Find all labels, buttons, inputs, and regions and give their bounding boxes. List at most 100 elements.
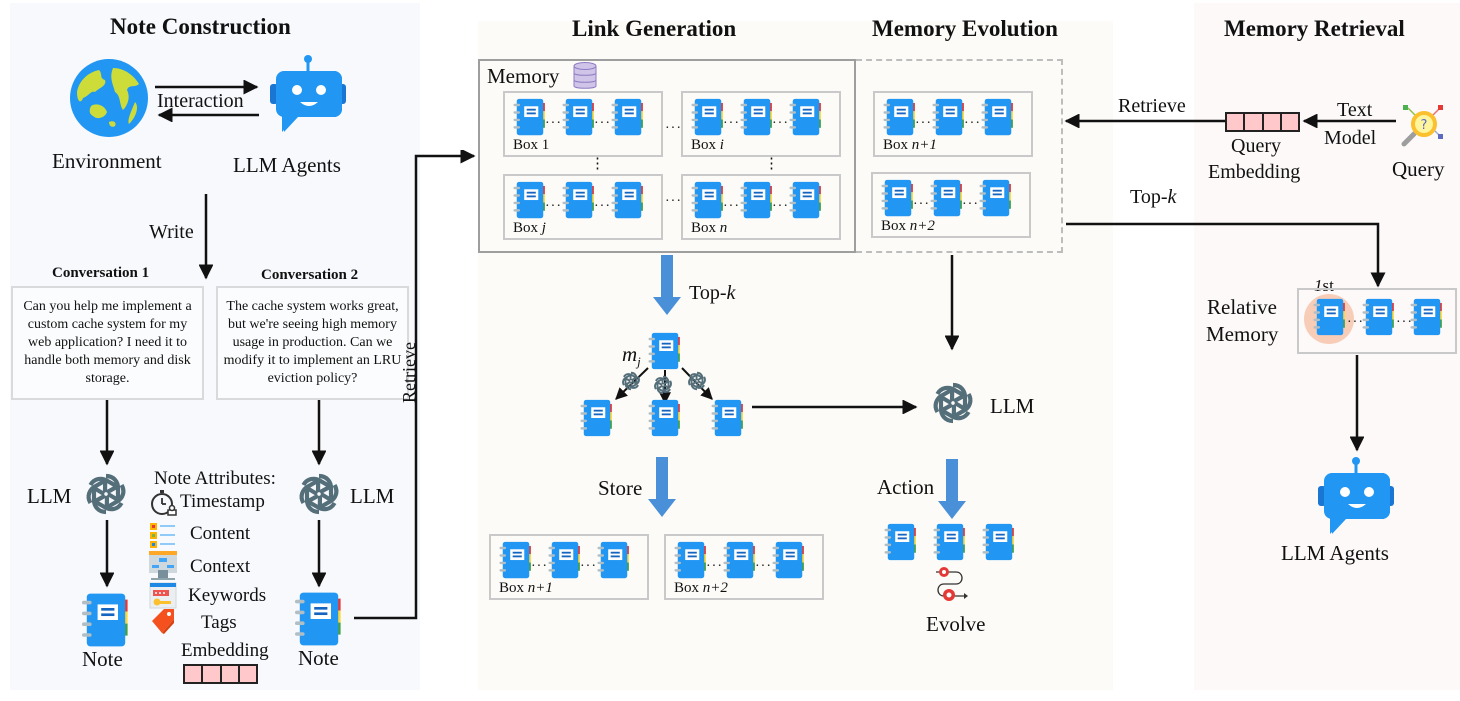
note-icon [611,181,645,219]
memory-grid-vertical-ellipsis: ⋮ [764,156,780,172]
linked-note-icon-1 [580,399,614,437]
context-diagram-icon [148,550,178,580]
llm-agents-label-retrieval: LLM Agents [1281,541,1389,565]
store-box-n1 [489,534,649,600]
note-icon [789,181,823,219]
note-chain-dots: ··· [755,558,772,574]
evolution-llm-label: LLM [990,394,1035,418]
robot-agent-icon-retrieval [1314,456,1394,536]
note-icon [740,181,774,219]
attribute-tags: Tags [201,612,237,633]
mj-label: mj [622,342,641,370]
note-chain-dots: ··· [772,198,789,214]
query-search-icon: ? [1400,104,1446,148]
note-icon [723,541,757,579]
topk-label-link: Top-k [689,282,736,304]
text-model-label-2: Model [1324,127,1377,149]
store-box-n2 [664,534,824,600]
evolution-box-n1-label: Box n+1 [883,137,937,153]
conversation-2-box: The cache system works great, but we're … [216,286,409,400]
stopwatch-icon [150,489,178,517]
note-icon [789,98,823,136]
link-llm-icon-1 [620,370,642,392]
write-arrow [199,194,213,280]
evolved-note-icon-3 [982,523,1016,561]
tag-icon [150,607,176,635]
memory-box-i [681,91,841,157]
note-chain-dots: ··· [964,115,981,131]
note-icon [981,98,1015,136]
keywords-key-icon [149,582,177,610]
note-chain-dots: ··· [545,115,562,131]
evolution-box-n1 [873,91,1033,157]
memory-box-j-label: Box j [513,220,546,236]
first-rank-label: 1st [1314,276,1334,295]
evolution-to-llm-arrow [945,255,959,351]
link-llm-icon-2 [652,374,674,396]
note-icon [562,98,596,136]
note-icon [691,98,725,136]
conv1-to-llm-arrow [100,400,114,466]
relative-note-icon-1 [1313,298,1347,336]
note-icon [548,541,582,579]
title-memory-retrieval: Memory Retrieval [1224,16,1405,41]
note-icon [597,541,631,579]
memory-box-i-label: Box i [691,137,724,153]
attribute-timestamp: Timestamp [180,491,265,512]
note-chain-dots: ··· [772,115,789,131]
query-embedding-label-1: Query [1231,135,1281,157]
note-icon-left [82,592,130,648]
write-label: Write [149,221,194,243]
robot-agent-icon [266,54,346,134]
note-label-right: Note [298,646,339,670]
note-label-left: Note [82,647,123,671]
evolution-dashed-box [856,59,1063,253]
relative-dots-1: ··· [1347,315,1364,330]
text-model-label-1: Text [1337,99,1373,121]
memory-grid-vertical-ellipsis: ⋮ [590,156,606,172]
note-icon [513,181,547,219]
llm-openai-icon-right [295,470,343,518]
query-embedding-vector [1225,112,1300,132]
conv2-to-llm-arrow [312,400,326,466]
note-icon [772,541,806,579]
note-chain-dots: ··· [594,115,611,131]
note-icon [674,541,708,579]
evolved-note-icon-1 [884,523,918,561]
memory-label: Memory [487,64,560,88]
content-list-icon [149,522,177,550]
evolution-box-n2 [871,172,1031,238]
conversation-1-box: Can you help me implement a custom cache… [11,286,204,400]
text-model-arrow [1302,114,1396,128]
query-embedding-label-2: Embedding [1208,161,1301,183]
evolve-label: Evolve [926,612,986,636]
note-icon [740,98,774,136]
store-label: Store [598,476,643,500]
note-icon [513,98,547,136]
relative-dots-2: ··· [1396,315,1413,330]
relative-memory-label-2: Memory [1206,322,1279,346]
note-icon [691,181,725,219]
links-to-llm-arrow [752,400,918,414]
note-chain-dots: ··· [580,558,597,574]
note-icon [881,179,915,217]
globe-icon [69,58,149,138]
store-box-n1-label: Box n+1 [499,580,553,596]
conversation-1-title: Conversation 1 [52,265,150,281]
linked-note-icon-2 [648,399,682,437]
topk-label-retrieval: Top-k [1130,186,1177,208]
memory-grid-ellipsis: ··· [665,121,682,136]
evolution-llm-icon [929,379,977,427]
conversation-2-text: The cache system works great, but we're … [223,299,402,386]
note-chain-dots: ··· [723,198,740,214]
action-label: Action [877,475,935,499]
conversation-1-text: Can you help me implement a custom cache… [23,299,192,386]
retrieve-to-memory-arrow [1064,114,1226,128]
evolution-box-n2-label: Box n+2 [881,218,935,234]
note-icon [499,541,533,579]
relative-memory-box [1297,288,1457,354]
note-icon [932,98,966,136]
memory-box-j [503,174,663,240]
memory-grid-ellipsis: ··· [665,194,682,209]
conversation-2-title: Conversation 2 [261,267,359,283]
